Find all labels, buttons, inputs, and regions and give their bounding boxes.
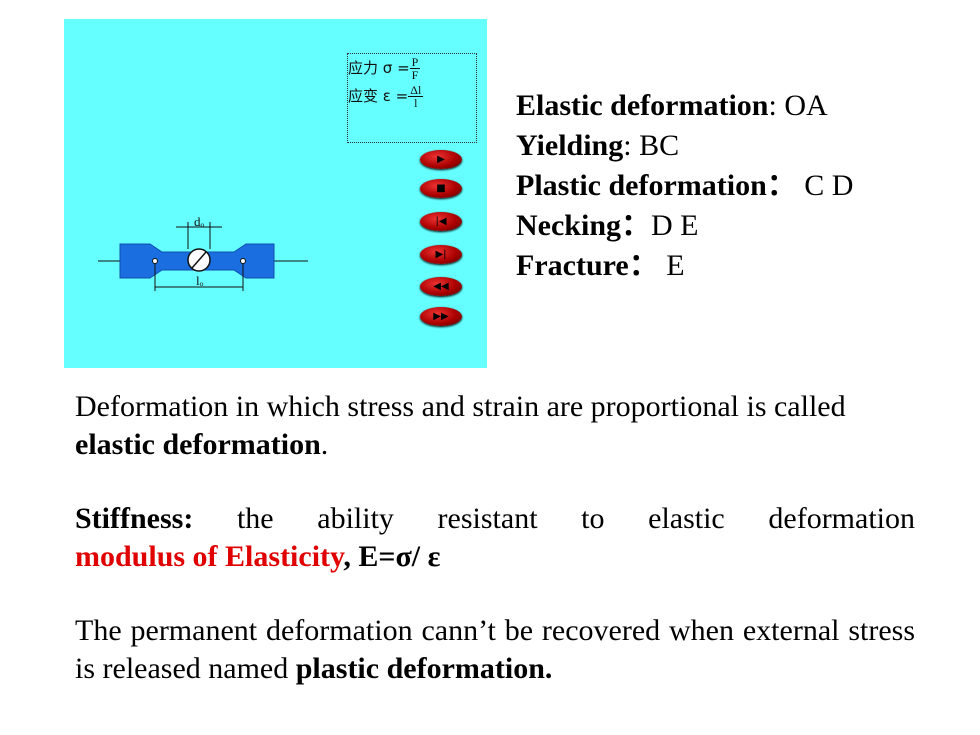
stop-button[interactable]: ■ xyxy=(420,179,462,198)
p1-end: . xyxy=(320,428,329,461)
stage-value: OA xyxy=(784,89,828,122)
stiffness-line: Stiffness: the ability resistant to elas… xyxy=(75,500,915,538)
stiffness-text: the ability resistant to elastic deforma… xyxy=(193,502,915,535)
stage-term: Yielding xyxy=(516,129,624,162)
stress-numerator: P xyxy=(409,55,421,69)
stress-symbol: σ = xyxy=(382,59,410,77)
stage-term: Plastic deformation xyxy=(516,169,767,202)
stage-separator: ： xyxy=(621,209,651,242)
stage-yielding: Yielding: BC xyxy=(516,126,853,166)
stage-separator: ： xyxy=(628,249,667,282)
stage-plastic: Plastic deformation： C D xyxy=(516,166,853,206)
stage-separator: ： xyxy=(766,169,805,202)
skip-end-button[interactable]: ▶| xyxy=(420,245,462,264)
stage-value: E xyxy=(666,249,685,282)
strain-symbol: ε = xyxy=(382,87,409,105)
stage-separator: : xyxy=(623,129,640,162)
stiffness-paragraph: Stiffness: the ability resistant to elas… xyxy=(75,500,915,576)
play-button[interactable]: ▶ xyxy=(420,150,462,169)
stiffness-term: Stiffness: xyxy=(75,502,194,535)
deformation-stage-list: Elastic deformation: OA Yielding: BC Pla… xyxy=(516,86,853,286)
stage-necking: Necking：D E xyxy=(516,206,853,246)
stage-value: BC xyxy=(639,129,680,162)
cross-section-hatch xyxy=(191,251,207,269)
elastic-definition-paragraph: Deformation in which stress and strain a… xyxy=(75,388,915,464)
stage-separator: : xyxy=(768,89,785,122)
p1-bold: elastic deformation xyxy=(75,428,321,461)
stress-label: 应力 xyxy=(348,59,379,77)
stage-elastic: Elastic deformation: OA xyxy=(516,86,853,126)
stage-term: Fracture xyxy=(516,249,629,282)
fast-forward-button[interactable]: ▶▶ xyxy=(420,307,462,326)
stage-value: C D xyxy=(804,169,854,202)
rewind-start-button[interactable]: |◀ xyxy=(420,212,462,231)
strain-denominator: l xyxy=(414,96,418,110)
modulus-formula: , E=σ/ ε xyxy=(343,540,441,573)
p3-text: The permanent deformation cann’t be reco… xyxy=(75,614,915,685)
diameter-label: dₒ xyxy=(194,214,205,229)
stage-term: Elastic deformation xyxy=(516,89,769,122)
stress-denominator: F xyxy=(411,68,419,82)
plastic-definition-paragraph: The permanent deformation cann’t be reco… xyxy=(75,612,915,688)
strain-numerator: Δl xyxy=(408,83,424,97)
stage-fracture: Fracture： E xyxy=(516,246,853,286)
modulus-term: modulus of Elasticity xyxy=(75,540,344,573)
tensile-specimen-diagram: dₒ lₒ xyxy=(98,214,308,291)
gauge-length-label: lₒ xyxy=(196,273,204,288)
stage-term: Necking xyxy=(516,209,621,242)
rewind-button[interactable]: ◀◀ xyxy=(420,277,462,296)
gauge-mark-left xyxy=(152,258,158,264)
modulus-line: modulus of Elasticity, E=σ/ ε xyxy=(75,538,915,576)
gauge-mark-right xyxy=(240,258,246,264)
p3-bold: plastic deformation. xyxy=(295,652,553,685)
stage-value: D E xyxy=(651,209,699,242)
strain-label: 应变 xyxy=(348,87,379,105)
p1-text: Deformation in which stress and strain a… xyxy=(75,390,846,423)
